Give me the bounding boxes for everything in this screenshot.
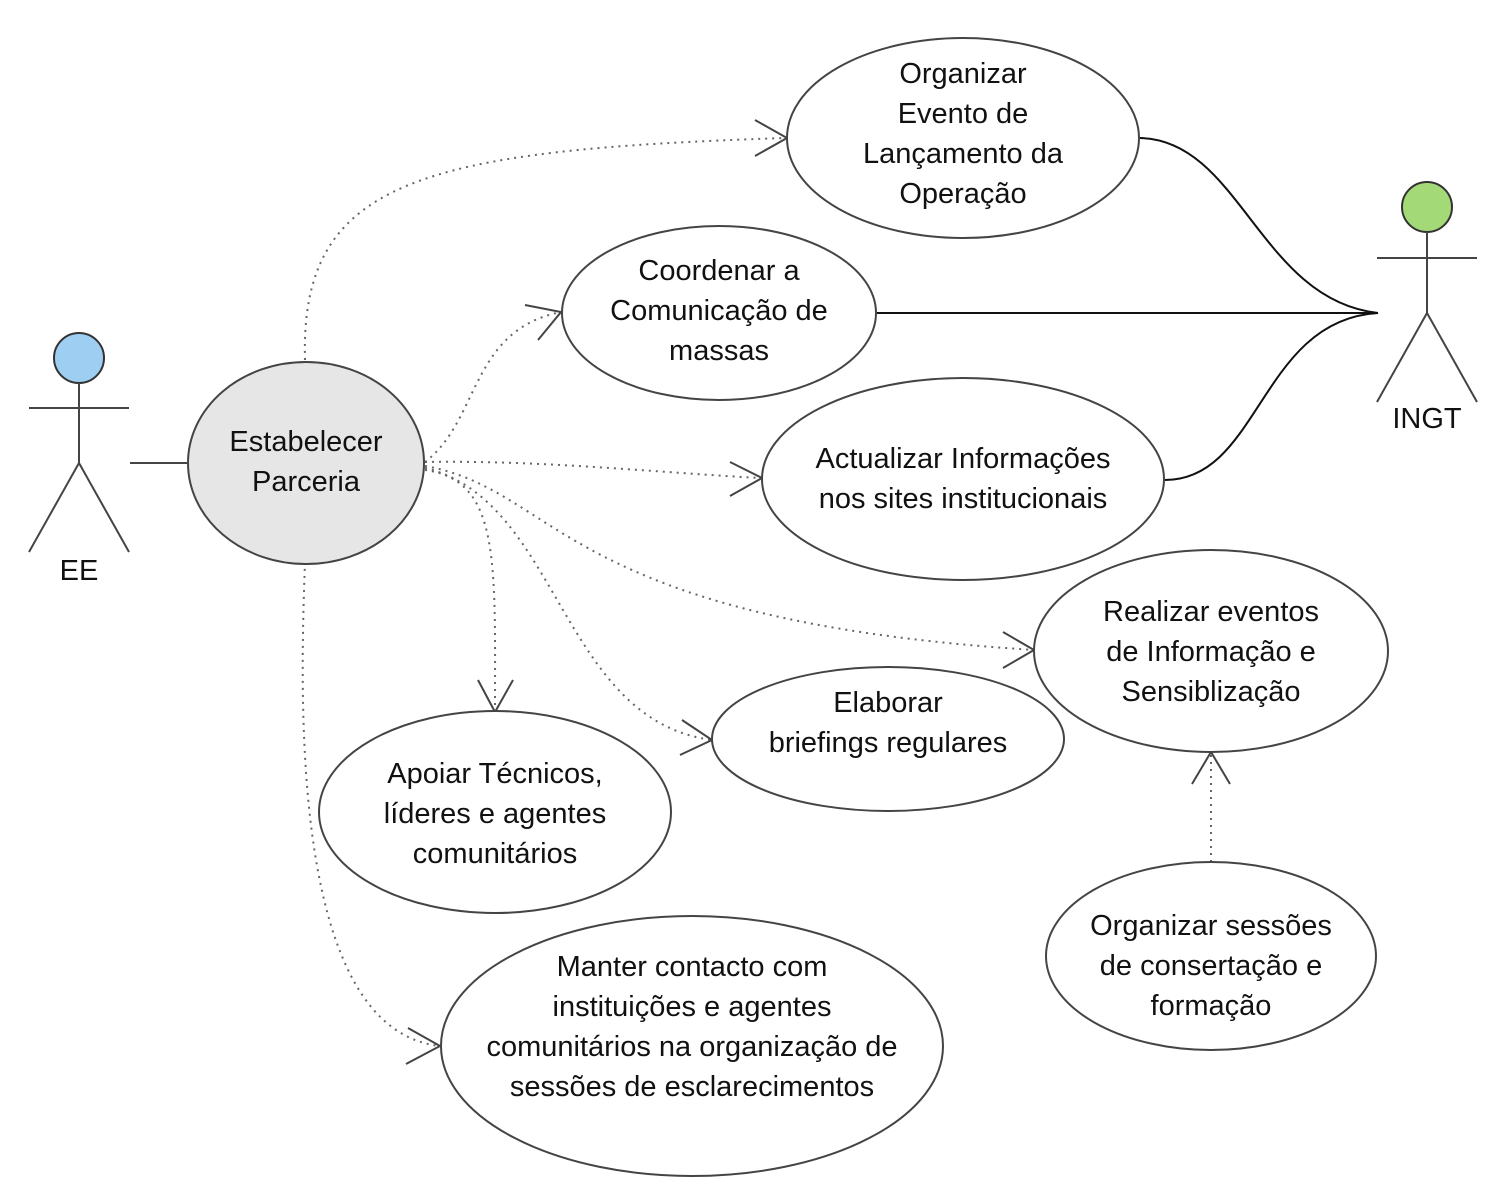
dep-estabelecer-manter: [301, 561, 441, 1047]
usecase-estabelecer-parceria[interactable]: Estabelecer Parceria: [187, 361, 425, 565]
usecase-label: Organizar: [899, 58, 1027, 90]
usecase-label: massas: [669, 335, 769, 367]
usecase-label: nos sites institucionais: [819, 483, 1108, 515]
actor-ee-label: EE: [60, 555, 99, 587]
usecase-organizar-evento[interactable]: Organizar Evento de Lançamento da Operaç…: [786, 37, 1140, 239]
dep-estabelecer-coordenar: [424, 311, 562, 463]
usecase-label: Coordenar a: [638, 255, 800, 287]
usecase-label: Manter contacto com: [557, 951, 828, 983]
usecase-actualizar[interactable]: Actualizar Informações nos sites institu…: [761, 377, 1165, 581]
usecase-apoiar[interactable]: Apoiar Técnicos, líderes e agentes comun…: [318, 710, 672, 914]
usecase-label: instituições e agentes: [553, 991, 832, 1023]
arrowhead: [524, 304, 563, 341]
arrowhead: [1002, 631, 1036, 669]
usecase-coordenar[interactable]: Coordenar a Comunicação de massas: [561, 225, 877, 401]
assoc-ingt-organizar-evento: [1139, 137, 1379, 314]
actor-head: [53, 332, 105, 384]
assoc-ingt-actualizar: [1164, 312, 1379, 481]
arrowhead: [729, 461, 765, 497]
usecase-label: líderes e agentes: [384, 798, 606, 830]
usecase-label: Parceria: [252, 466, 361, 498]
usecase-label: formação: [1151, 990, 1272, 1022]
dep-estabelecer-elaborar: [424, 467, 713, 741]
actor-ee[interactable]: EE: [28, 332, 130, 587]
usecase-label: Estabelecer: [229, 426, 382, 458]
dep-estabelecer-actualizar: [424, 460, 761, 479]
actor-head: [1401, 181, 1453, 233]
usecase-label: sessões de esclarecimentos: [510, 1071, 874, 1103]
actor-ingt-label: INGT: [1392, 403, 1462, 435]
usecase-label: comunitários na organização de: [486, 1031, 897, 1063]
usecase-manter[interactable]: Manter contacto com instituições e agent…: [440, 915, 944, 1177]
usecase-realizar[interactable]: Realizar eventos de Informação e Sensibl…: [1033, 549, 1389, 753]
usecase-label: Realizar eventos: [1103, 596, 1319, 628]
usecase-label: Operação: [899, 178, 1026, 210]
usecase-label: Evento de: [898, 98, 1029, 130]
usecase-label: Sensiblização: [1122, 676, 1301, 708]
usecase-label: Organizar sessões: [1090, 910, 1332, 942]
usecase-label: de consertação e: [1100, 950, 1322, 982]
usecase-label: Actualizar Informações: [816, 443, 1111, 475]
dep-estabelecer-organizar-evento: [303, 137, 786, 361]
usecase-label: de Informação e: [1106, 636, 1316, 668]
usecase-label: Comunicação de: [610, 295, 828, 327]
usecase-label: Elaborar: [833, 687, 943, 719]
usecase-organizar-sessoes[interactable]: Organizar sessões de consertação e forma…: [1045, 861, 1377, 1051]
usecase-label: comunitários: [413, 838, 577, 870]
usecase-label: Apoiar Técnicos,: [387, 758, 602, 790]
actor-ingt[interactable]: INGT: [1376, 181, 1478, 435]
usecase-label: briefings regulares: [769, 727, 1008, 759]
usecase-elaborar[interactable]: Elaborar briefings regulares: [711, 666, 1065, 812]
dep-estabelecer-apoiar: [424, 469, 497, 711]
usecase-label: Lançamento da: [863, 138, 1064, 170]
